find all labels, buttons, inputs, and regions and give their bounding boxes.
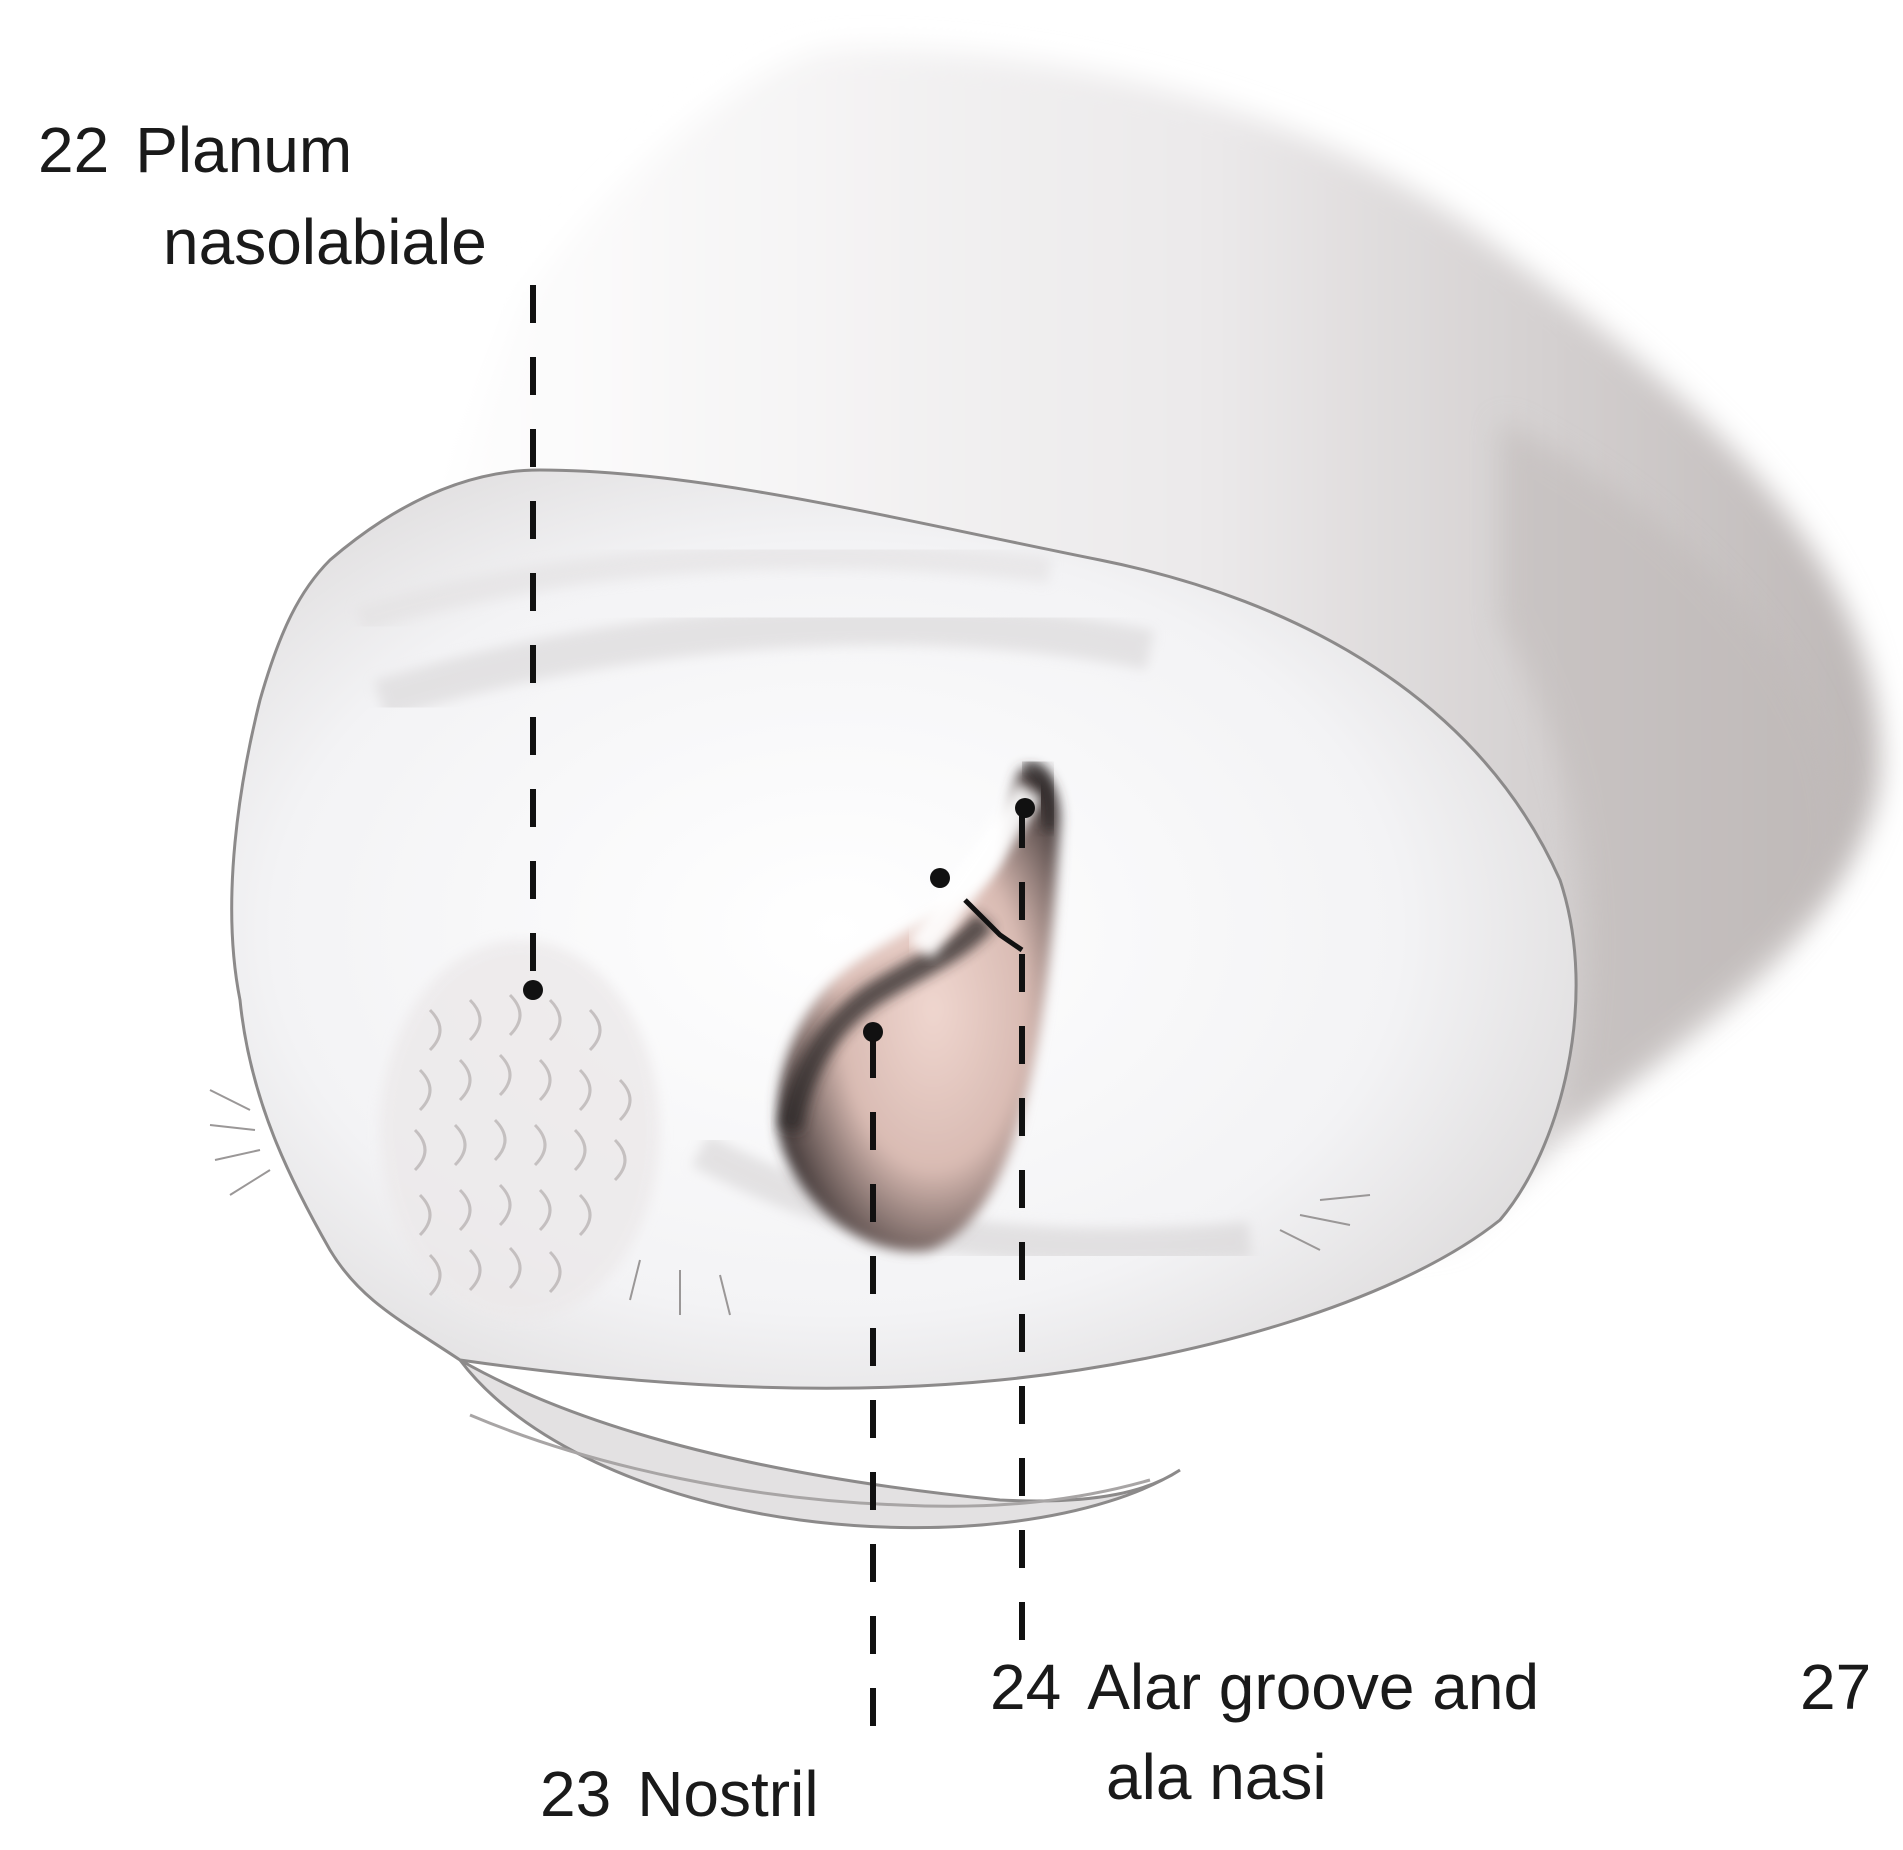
- label-24-text-line1: Alar groove and: [1087, 1651, 1539, 1723]
- label-27: 27: [1800, 1655, 1871, 1719]
- label-24-line2: ala nasi: [1106, 1745, 1327, 1809]
- label-23-text: Nostril: [637, 1758, 818, 1830]
- label-22-text-line1: Planum: [135, 114, 352, 186]
- planum-pattern: [380, 940, 660, 1320]
- label-23-number: 23: [540, 1762, 611, 1826]
- label-22-line2: nasolabiale: [163, 210, 487, 274]
- label-24-number: 24: [990, 1655, 1061, 1719]
- label-22-number: 22: [38, 118, 109, 182]
- label-27-number: 27: [1800, 1651, 1871, 1723]
